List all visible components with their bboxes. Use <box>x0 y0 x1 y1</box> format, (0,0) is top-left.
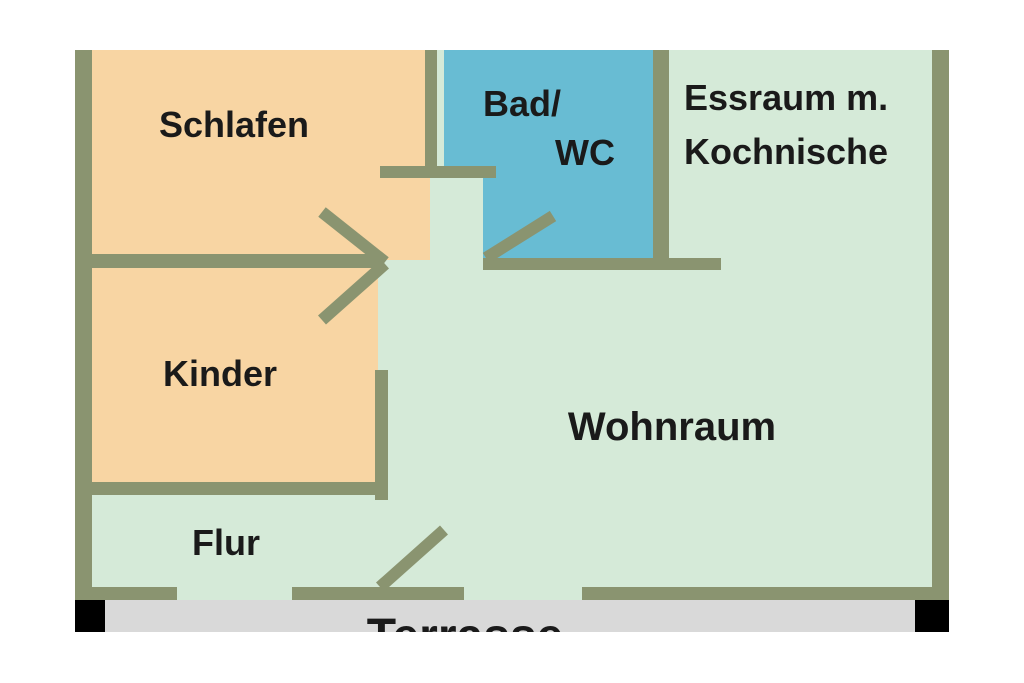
wall-schlafen-kinder <box>92 254 382 268</box>
wall-kinder-right <box>375 370 388 500</box>
label-flur: Flur <box>192 522 260 563</box>
room-kinder <box>92 266 378 488</box>
wall-bottom-right <box>582 587 932 600</box>
label-schlafen: Schlafen <box>159 104 309 145</box>
label-terrasse: Terrasse <box>367 610 564 663</box>
wall-right-outer <box>932 50 949 600</box>
wall-schlafen-right <box>425 50 437 168</box>
terrace-border-inner-right <box>915 600 932 632</box>
wall-bottom-left <box>92 587 177 600</box>
terrace-border-right <box>932 600 949 632</box>
room-schlafen <box>92 50 430 260</box>
walls <box>75 50 949 600</box>
wall-bad-bottom <box>483 258 721 270</box>
terrace-border-left <box>75 600 92 632</box>
door-entrance <box>376 525 448 592</box>
label-bad-line2: WC <box>555 132 615 173</box>
wall-bad-right <box>653 50 669 270</box>
wall-bad-top <box>380 166 496 178</box>
label-wohnraum: Wohnraum <box>568 405 776 449</box>
door-bad <box>482 210 557 264</box>
wall-kinder-bottom <box>92 482 388 495</box>
label-bad-line1: Bad/ <box>483 83 561 124</box>
room-bad-wc <box>444 50 653 258</box>
label-kinder: Kinder <box>163 353 277 394</box>
terrace-border-inner-left <box>92 600 105 632</box>
door-swings <box>318 207 557 592</box>
label-essraum-line1: Essraum m. <box>684 77 888 118</box>
wall-left-outer <box>75 50 92 600</box>
door-kinder <box>318 259 389 325</box>
terrace-area <box>105 600 915 632</box>
wall-bottom-mid <box>292 587 464 600</box>
door-schlafen <box>318 207 389 267</box>
label-essraum-line2: Kochnische <box>684 131 888 172</box>
